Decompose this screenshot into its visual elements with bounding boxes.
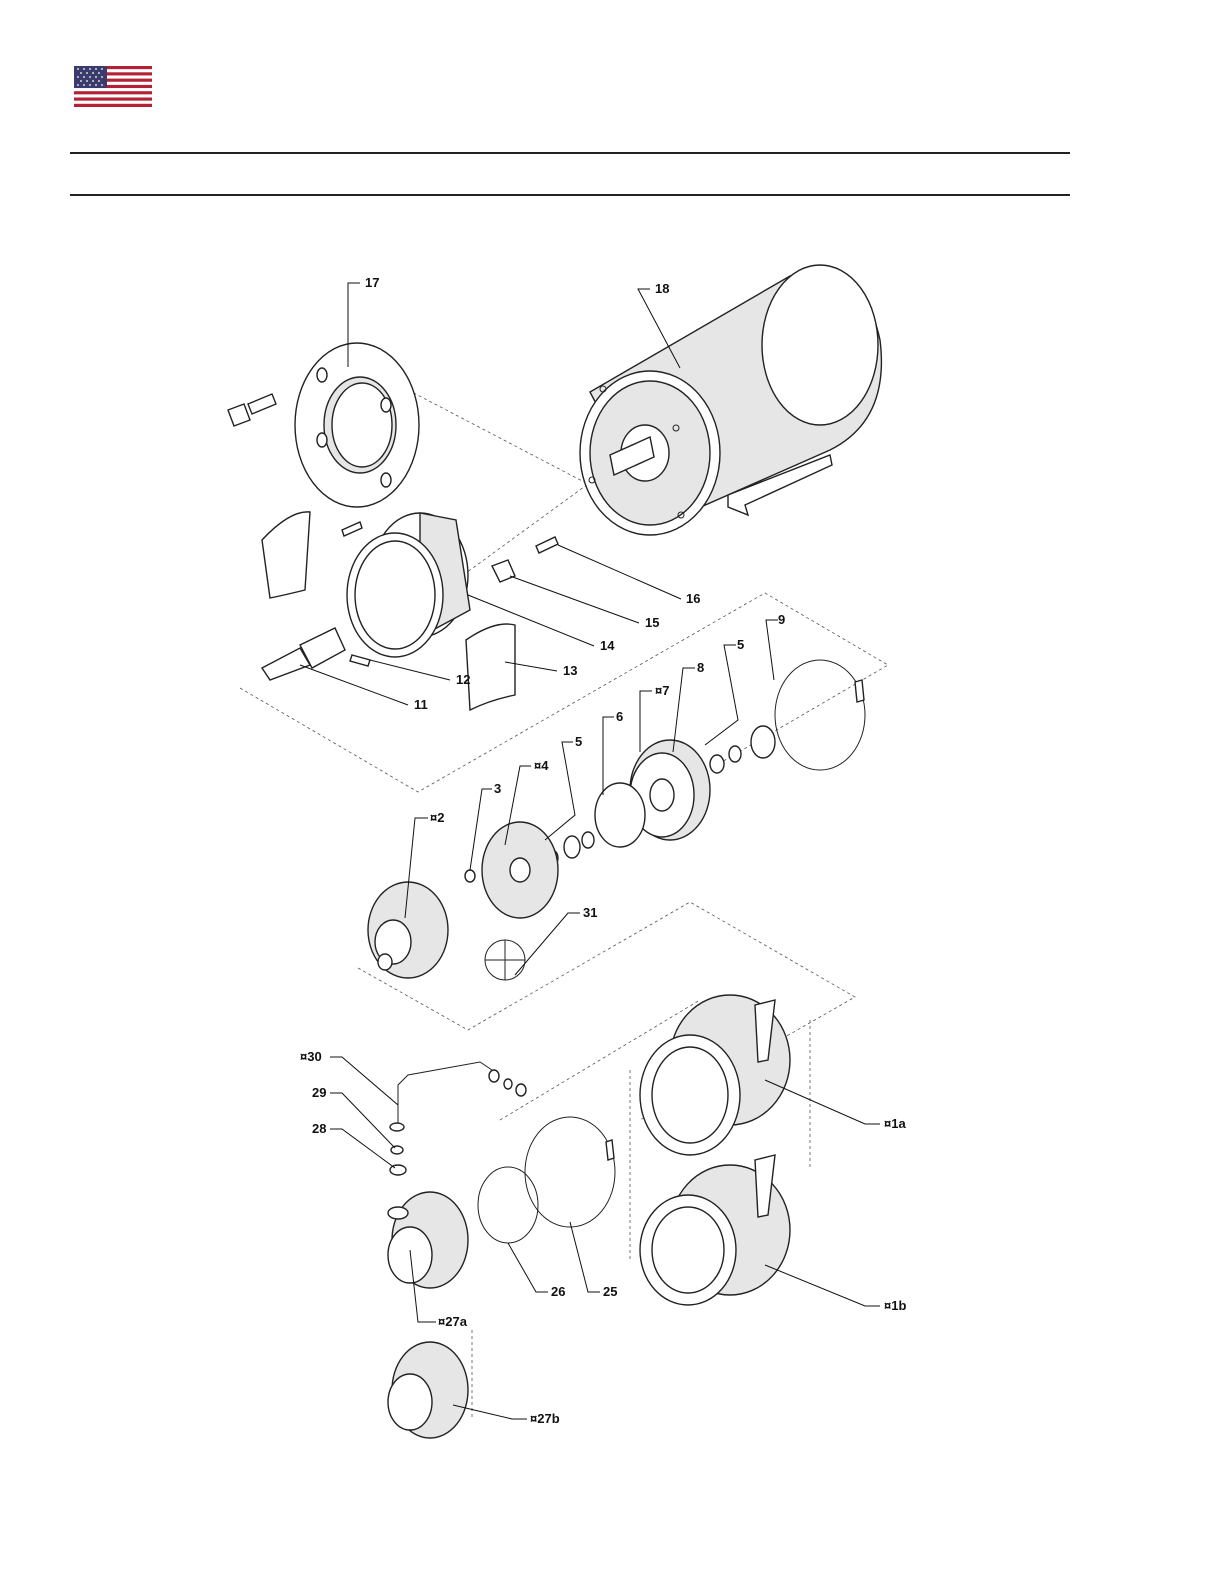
pump-casing-1b: [640, 1155, 790, 1305]
label-28: 28: [312, 1121, 326, 1136]
seal-parts-rear: [710, 726, 775, 773]
assembly-boundaries: [240, 390, 888, 1420]
shaft-screw: [350, 655, 370, 666]
label-5-front: 5: [575, 734, 582, 749]
inducer: [368, 882, 448, 978]
impeller-nut: [465, 870, 475, 882]
label-1a: ¤1a: [884, 1116, 906, 1131]
flush-pipe: [390, 1062, 526, 1131]
lantern-bracket: [347, 513, 470, 657]
label-30: ¤30: [300, 1049, 322, 1064]
label-25: 25: [603, 1284, 617, 1299]
label-27a: ¤27a: [438, 1314, 468, 1329]
pump-casing-1a: [640, 995, 790, 1155]
clamp-ring-25: [525, 1117, 615, 1227]
label-17: 17: [365, 275, 379, 290]
motor: [580, 265, 881, 535]
label-1b: ¤1b: [884, 1298, 906, 1313]
label-4: ¤4: [534, 758, 549, 773]
label-11: 11: [414, 697, 428, 712]
label-18: 18: [655, 281, 669, 296]
label-8: 8: [697, 660, 704, 675]
cover-27a: [388, 1192, 468, 1288]
shroud-right: [466, 624, 515, 710]
label-31: 31: [583, 905, 597, 920]
label-5-rear: 5: [737, 637, 744, 652]
label-2: ¤2: [430, 810, 444, 825]
label-7: ¤7: [655, 683, 669, 698]
shaft-clip: [492, 560, 515, 582]
label-13: 13: [563, 663, 577, 678]
gasket-26: [478, 1167, 538, 1243]
adapter-flange: [295, 343, 419, 507]
label-6: 6: [616, 709, 623, 724]
stub-shaft: [262, 628, 345, 680]
label-16: 16: [686, 591, 700, 606]
label-14: 14: [600, 638, 615, 653]
label-26: 26: [551, 1284, 565, 1299]
clamp-ring-9: [775, 660, 865, 770]
o-ring-29: [391, 1146, 403, 1154]
impeller: [482, 822, 558, 918]
spider: [485, 940, 525, 980]
label-12: 12: [456, 672, 470, 687]
cover-27b: [388, 1342, 468, 1438]
label-27b: ¤27b: [530, 1411, 560, 1426]
flange-bolt: [228, 394, 276, 426]
label-9: 9: [778, 612, 785, 627]
label-29: 29: [312, 1085, 326, 1100]
label-15: 15: [645, 615, 659, 630]
shroud-left: [262, 512, 310, 598]
label-3: 3: [494, 781, 501, 796]
